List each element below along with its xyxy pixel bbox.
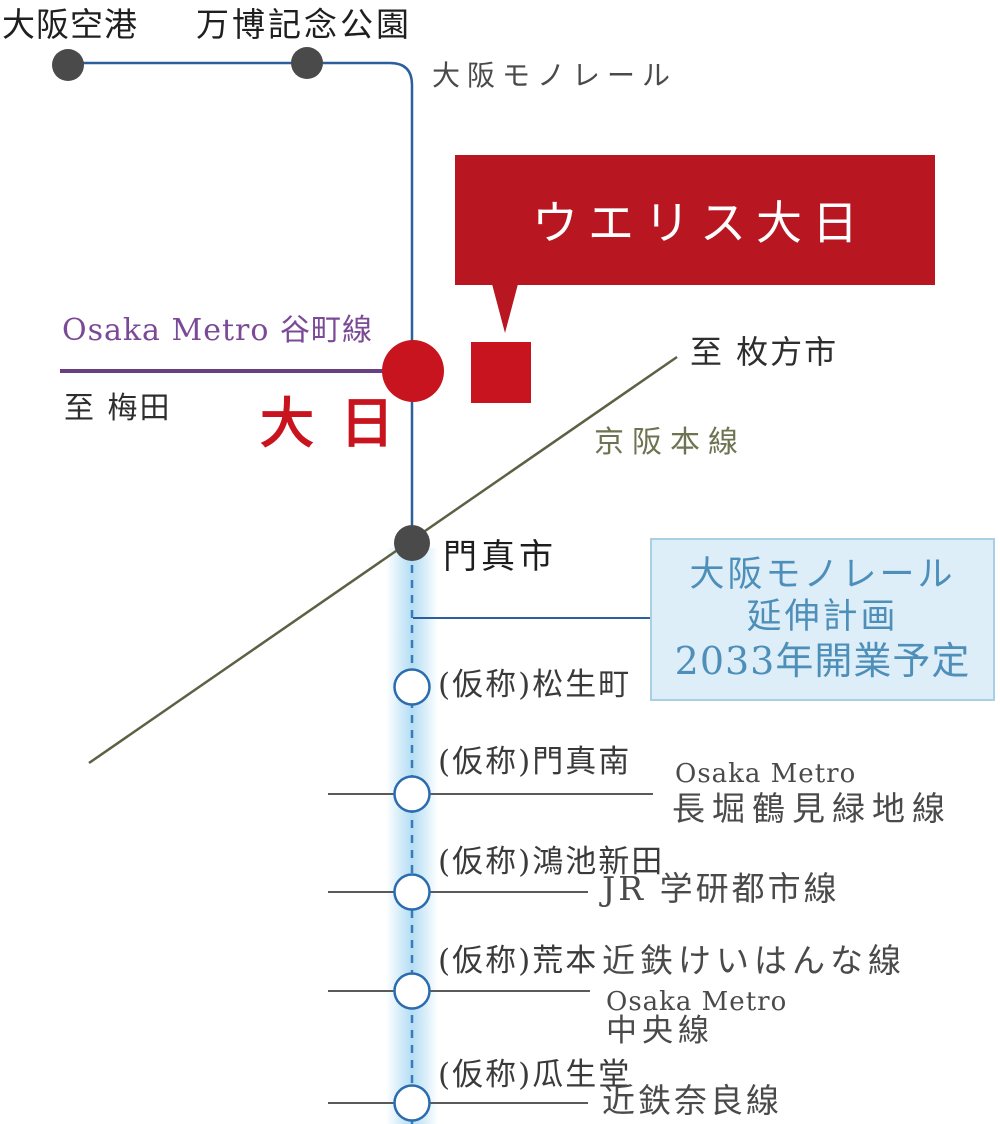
transfer-label-osaka-metro-small-2: Osaka Metro xyxy=(606,987,788,1017)
station-label-dainichi: 大日 xyxy=(260,391,420,455)
keihan-main-line xyxy=(88,355,678,765)
planned-station-label-uryudo: (仮称)瓜生堂 xyxy=(438,1057,632,1093)
station-label-osaka-airport: 大阪空港 xyxy=(2,5,138,44)
transfer-label-kintetsu-nara: 近鉄奈良線 xyxy=(602,1081,782,1120)
planned-station-circle-konoikeshinden xyxy=(393,873,431,911)
transfer-label-kintetsu-keihanna: 近鉄けいはんな線 xyxy=(602,941,906,980)
property-location-marker xyxy=(471,342,531,403)
extension-plan-line1: 大阪モノレール xyxy=(689,554,956,595)
extension-plan-line3: 2033年開業予定 xyxy=(674,638,971,683)
kadomashi-station-dot xyxy=(394,525,430,561)
extension-plan-box: 大阪モノレール 延伸計画 2033年開業予定 xyxy=(650,538,995,701)
monorail-line xyxy=(68,61,414,545)
transfer-label-nagahori-tsurumi-ryokuchi: 長堀鶴見緑地線 xyxy=(672,789,952,828)
property-callout-label: ウエリス大日 xyxy=(532,196,868,250)
station-label-banpaku-park: 万博記念公園 xyxy=(196,5,412,44)
monorail-line-label: 大阪モノレール xyxy=(432,59,678,92)
planned-station-label-konoikeshinden: (仮称)鴻池新田 xyxy=(438,844,665,880)
tanimachi-line-label: Osaka Metro 谷町線 xyxy=(62,313,373,348)
planned-station-circle-matsuocho xyxy=(393,668,431,706)
transfer-label-osaka-metro-small: Osaka Metro xyxy=(675,759,857,789)
direction-label-umeda: 至 梅田 xyxy=(64,391,172,426)
planned-station-label-matsuocho: (仮称)松生町 xyxy=(438,667,632,703)
osaka-airport-station-dot xyxy=(52,49,84,81)
transfer-label-jr-gakkentoshi: JR 学研都市線 xyxy=(602,869,840,908)
planned-station-circle-kadomaminami xyxy=(393,775,431,813)
station-label-kadomashi: 門真市 xyxy=(443,537,557,577)
property-callout: ウエリス大日 xyxy=(455,155,935,333)
extension-plan-line2: 延伸計画 xyxy=(746,596,899,637)
planned-station-circle-uryudo xyxy=(393,1084,431,1122)
banpaku-park-station-dot xyxy=(291,47,323,79)
callout-tail-pointer xyxy=(492,284,518,333)
dainichi-station-marker xyxy=(382,340,444,402)
transfer-label-chuo-line: 中央線 xyxy=(606,1013,714,1049)
planned-station-label-kadomaminami: (仮称)門真南 xyxy=(438,744,632,780)
keihan-line-label: 京阪本線 xyxy=(594,425,746,460)
direction-label-hirakata: 至 枚方市 xyxy=(690,333,839,371)
planned-station-circle-aramoto xyxy=(393,972,431,1010)
planned-station-label-aramoto: (仮称)荒本 xyxy=(438,943,599,979)
